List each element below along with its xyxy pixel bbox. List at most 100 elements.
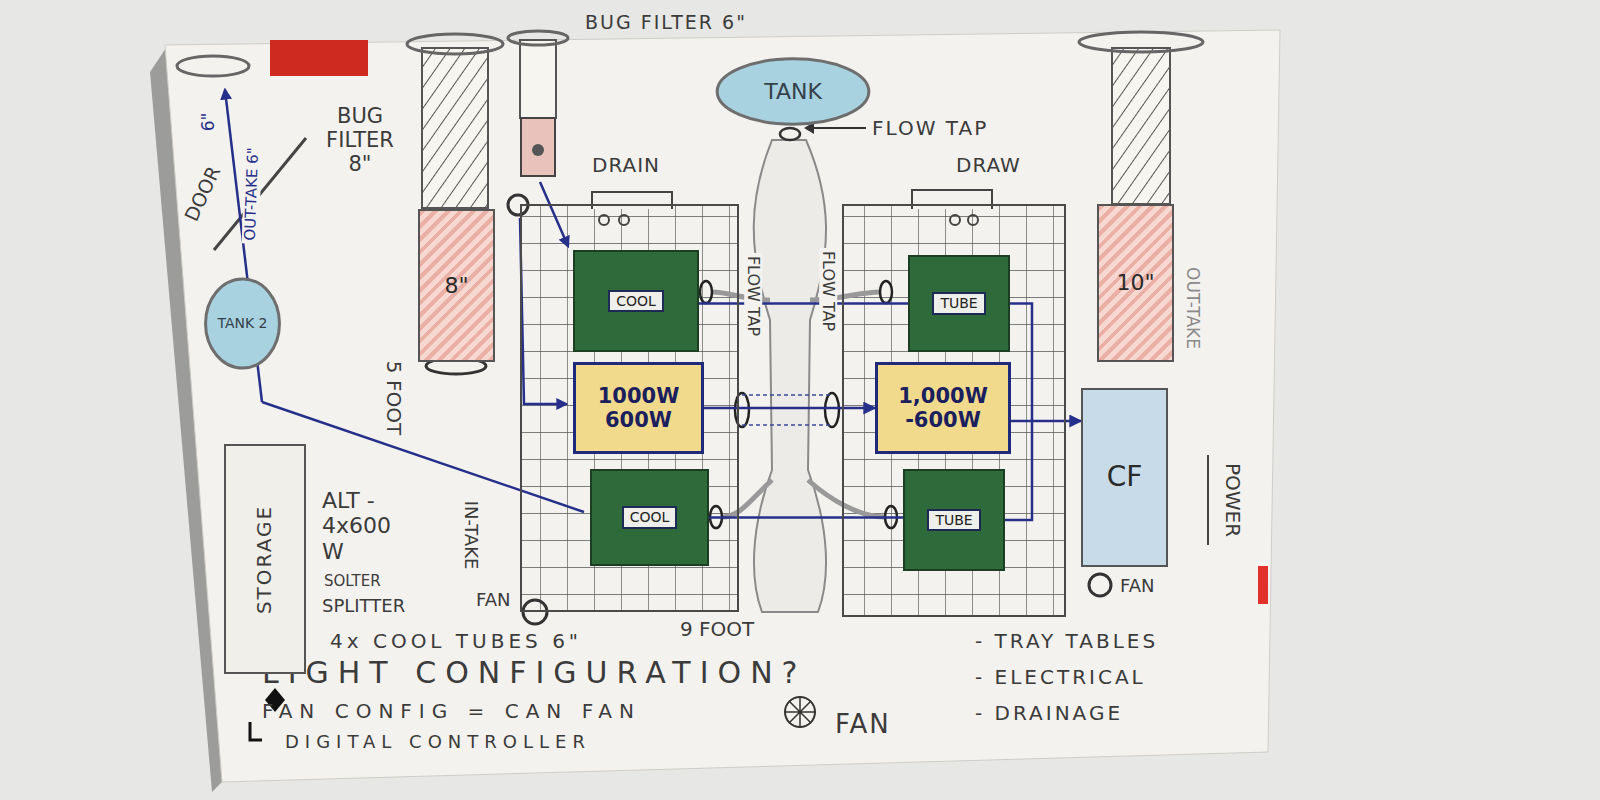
duct-hatching — [1112, 48, 1170, 204]
annotation-label: 6" — [199, 113, 219, 132]
annotation-label: SOLTER — [324, 573, 381, 590]
annotation-label: FLOW TAP — [872, 117, 988, 140]
duct-tube — [422, 48, 488, 208]
airflow-connector — [709, 516, 903, 519]
hose-branch — [712, 292, 770, 300]
hose-branch — [722, 480, 772, 517]
duct-ring — [177, 56, 249, 76]
drain-hole — [950, 215, 960, 225]
annotation-label: - DRAINAGE — [975, 702, 1123, 725]
annotation-label: FLOW TAP — [744, 253, 762, 339]
fan-spokes — [785, 697, 815, 727]
cool-tube-box: COOL — [573, 250, 699, 352]
annotation-label: FAN — [476, 590, 510, 611]
annotation-label: IN-TAKE — [461, 498, 482, 573]
annotation-label: BUG FILTER 6" — [585, 12, 750, 34]
light-duct — [742, 424, 832, 426]
tray-heading: DRAW — [956, 154, 1021, 177]
storage-label: STORAGE — [254, 504, 277, 613]
drain-hole — [619, 215, 629, 225]
tray-tab — [592, 192, 672, 209]
hose-branch — [810, 292, 880, 300]
annotation-label: - TRAY TABLES — [975, 630, 1158, 653]
grow-tray: DRAINCOOL1000W 600WCOOL — [520, 204, 739, 612]
lamp-wattage: 1,000W -600W — [883, 384, 1003, 432]
tray-grid — [842, 204, 1066, 617]
airflow-connector — [1005, 304, 1032, 521]
airflow-line — [540, 182, 568, 246]
filter-tube — [520, 40, 556, 118]
duct-tube — [1112, 48, 1170, 204]
door-line — [214, 138, 306, 250]
corner-mark — [250, 722, 262, 740]
annotation-label: FAN — [1120, 576, 1154, 597]
annotation-label: FAN — [835, 710, 891, 740]
tank-shape — [717, 59, 869, 124]
airflow-connector — [1011, 420, 1081, 423]
filter-dot — [532, 144, 544, 156]
grow-lamp: 1,000W -600W — [875, 362, 1011, 454]
annotation-label: 5 FOOT — [382, 358, 405, 438]
fan-port — [508, 195, 528, 215]
annotation-label: 9 FOOT — [680, 618, 754, 641]
airflow-connector — [704, 407, 875, 410]
light-duct — [742, 394, 832, 396]
flow-tap — [780, 128, 800, 140]
tube-label: TUBE — [927, 509, 980, 531]
light-duct-end — [735, 393, 749, 427]
annotation-label: OUT-TAKE 6" — [242, 144, 263, 244]
bug-filter-box — [521, 118, 555, 176]
duct-hatching — [422, 48, 488, 208]
annotation-label: DIGITAL CONTROLLER — [285, 732, 591, 753]
tank-label: TANK 2 — [217, 315, 267, 331]
red-tape — [270, 40, 368, 76]
cool-tube-box: TUBE — [908, 255, 1010, 352]
annotation-label: FLOW TAP — [819, 248, 837, 334]
storage-box: STORAGE — [224, 444, 306, 674]
drain-hole — [599, 215, 609, 225]
annotation-label: OUT-TAKE — [1182, 267, 1202, 349]
annotation-label: LIGHT CONFIGURATION? — [262, 656, 807, 691]
grow-tray: DRAWTUBE1,000W -600WTUBE — [842, 204, 1066, 617]
lamp-wattage: 1000W 600W — [581, 384, 696, 432]
tank-label: TANK — [764, 79, 822, 104]
tray-heading: DRAIN — [592, 154, 660, 177]
duct-ring — [407, 34, 503, 54]
tank-outline — [714, 56, 872, 127]
airflow-line — [225, 90, 262, 402]
flow-tap — [700, 281, 712, 303]
tank-shape — [206, 279, 280, 368]
tube-label: COOL — [622, 506, 678, 528]
duct-end — [426, 358, 486, 374]
fan-port — [1089, 574, 1111, 596]
cool-tube-box: COOL — [590, 469, 709, 566]
duct-box: 10" — [1097, 204, 1174, 362]
tank-outline — [204, 275, 281, 372]
water-hose — [754, 140, 826, 612]
fan-port — [523, 600, 547, 624]
annotation-label: SPLITTER — [322, 596, 405, 617]
airflow-line — [262, 402, 584, 512]
annotation-label: - ELECTRICAL — [975, 666, 1146, 689]
annotation-label: 4x COOL TUBES 6" — [330, 630, 582, 653]
paper-sheet — [165, 30, 1280, 782]
fan-symbol — [785, 697, 815, 727]
corner-mark — [265, 688, 285, 712]
annotation-label: POWER — [1221, 463, 1244, 537]
annotation-label: ALT - 4x600 W — [322, 488, 414, 564]
leader-arrow — [804, 122, 814, 134]
tube-label: COOL — [608, 290, 664, 312]
duct-size: 8" — [444, 273, 468, 298]
tray-tab — [912, 190, 992, 209]
connector-group — [699, 304, 1081, 521]
duct-size: 10" — [1116, 270, 1154, 295]
power-line — [1207, 455, 1209, 545]
filter-label: CF — [1107, 461, 1143, 493]
duct-ring — [1079, 32, 1203, 52]
hose-branch — [808, 480, 885, 517]
